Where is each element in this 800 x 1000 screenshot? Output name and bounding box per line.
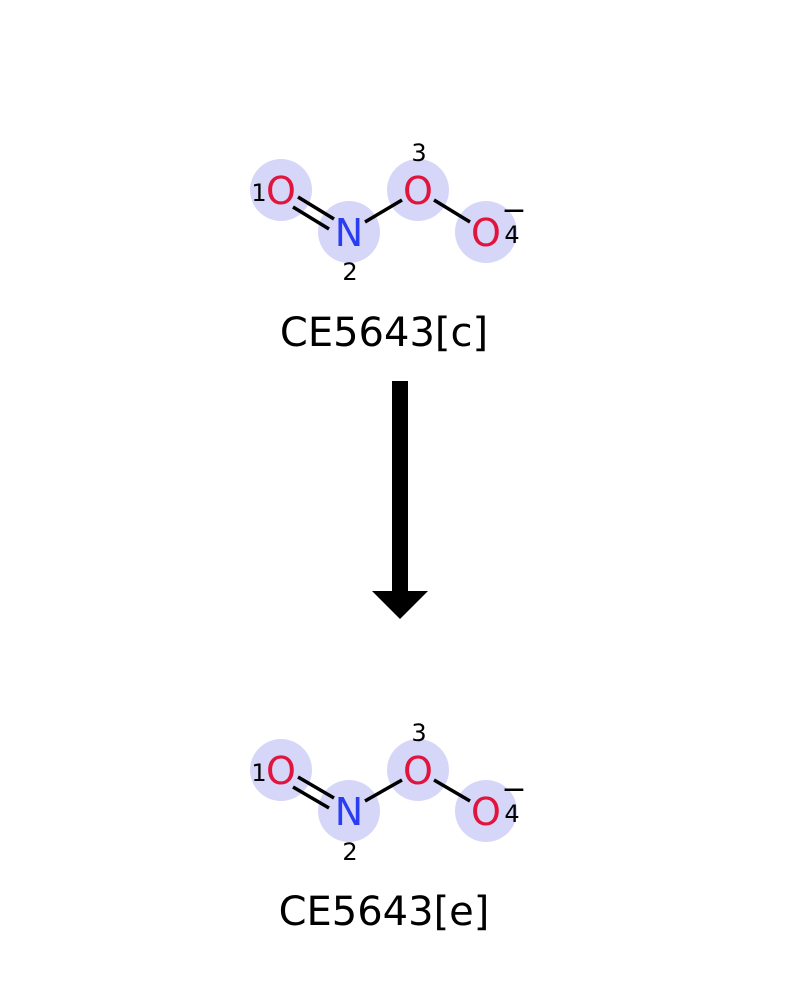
atom-index: 3: [411, 139, 426, 167]
product-label: CE5643[e]: [279, 889, 490, 935]
reactant-label: CE5643[c]: [280, 310, 488, 356]
atom-symbol: O: [266, 749, 296, 793]
atom-symbol: O: [403, 169, 433, 213]
reactant-molecule: O N O O 1 2 3 4 − CE5643[c]: [250, 139, 527, 356]
single-bond: [433, 198, 471, 224]
atom-highlight: [455, 201, 517, 263]
atom-symbol: O: [403, 749, 433, 793]
atom-index: 4: [504, 221, 519, 249]
double-bond: [297, 775, 335, 800]
atom-highlight: [387, 739, 449, 801]
down-arrow-icon: [372, 381, 428, 619]
double-bond: [292, 785, 330, 810]
double-bond: [292, 205, 330, 231]
atom-index: 1: [251, 759, 266, 787]
single-bond: [433, 778, 471, 803]
atom-highlight: [318, 201, 380, 263]
atom-index: 2: [342, 838, 357, 866]
atom-symbol: O: [266, 169, 296, 213]
atom-symbol: N: [335, 211, 363, 255]
atom-index: 3: [411, 719, 426, 747]
atom-highlight: [455, 780, 517, 842]
atom-highlight: [250, 159, 312, 221]
product-molecule: O N O O 1 2 3 4 − CE5643[e]: [250, 719, 527, 935]
atom-charge: −: [501, 193, 526, 228]
single-bond: [364, 778, 403, 803]
atom-index: 1: [251, 179, 266, 207]
atom-index: 4: [504, 800, 519, 828]
atom-highlight: [318, 780, 380, 842]
atom-highlight: [250, 739, 312, 801]
atom-symbol: N: [335, 790, 363, 834]
arrow-shaft: [392, 381, 408, 593]
atom-index: 2: [342, 258, 357, 286]
atom-symbol: O: [471, 211, 501, 255]
double-bond: [297, 195, 335, 221]
atom-symbol: O: [471, 790, 501, 834]
arrow-head: [372, 591, 428, 619]
atom-charge: −: [501, 772, 526, 807]
single-bond: [364, 198, 403, 224]
atom-highlight: [387, 159, 449, 221]
